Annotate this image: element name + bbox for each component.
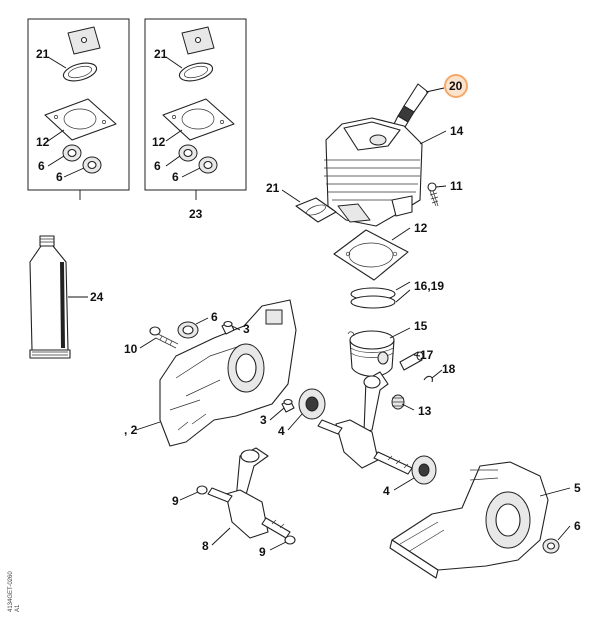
callout-4a: 4 [278,424,285,438]
callout-4b: 4 [383,484,390,498]
callout-13: 13 [418,404,432,418]
callout-10: 10 [124,342,138,356]
oring-9a [196,485,208,495]
callout-17: 17 [420,348,434,362]
piston-pin [399,351,424,371]
callout-8: 8 [202,539,209,553]
callout-20: 20 [449,79,463,93]
callout-21b: 21 [154,47,168,61]
gasket-ring-b [178,62,214,82]
needle-bearing [391,394,405,410]
callout-9b: 9 [259,545,266,559]
callout-21a: 21 [36,47,50,61]
document-id: 4134GET-0260 A1 [8,571,21,612]
oring-9b [284,535,296,545]
callout-3a: 3 [243,322,250,336]
gasket-kit-b [144,18,247,191]
callout-labels: 21 12 6 6 21 12 6 6 23 20 14 11 21 12 16… [36,47,581,559]
bolt-10 [149,326,179,349]
doc-sub-text: A1 [15,604,21,612]
piston [347,330,395,377]
callout-12a: 12 [36,135,50,149]
bolt-11 [427,182,439,207]
circlip-18 [423,375,433,383]
leader-lines [47,56,571,551]
callout-21c: 21 [266,181,280,195]
callout-14: 14 [450,124,464,138]
doc-id-text: 4134GET-0260 [8,571,14,612]
crankshaft-lower [207,447,291,539]
callout-6b2: 6 [172,170,179,184]
ball-bearing-4b [411,455,437,485]
callout-15: 15 [414,319,428,333]
gasket-plate-b [162,98,235,141]
callout-11: 11 [450,179,463,193]
callout-6c: 6 [211,310,218,324]
crankshaft-upper [317,371,413,475]
callout-16-19: 16,19 [414,279,444,293]
gasket-ring-a [62,62,98,82]
callout-6d: 6 [574,519,581,533]
callout-6b1: 6 [154,159,161,173]
crankcase-right [389,461,549,579]
callout-23: 23 [189,207,203,221]
callout-5: 5 [574,481,581,495]
ball-bearing-4a [298,388,326,420]
callout-6a2: 6 [56,170,63,184]
callout-3b: 3 [260,413,267,427]
seal-6c [177,321,199,339]
gasket-kit-a [27,18,130,191]
highlight-20 [444,74,468,98]
callout-24: 24 [90,290,104,304]
piston-rings [350,287,396,309]
cylinder [324,117,423,227]
gasket-21c [295,197,337,223]
crankcase-left [159,299,297,447]
callout-12b: 12 [152,135,166,149]
callout-12c: 12 [414,221,428,235]
cylinder-base-gasket [333,229,409,281]
callout-6a1: 6 [38,159,45,173]
gasket-plate-a [44,98,117,141]
sleeve-3b [281,398,295,413]
callout-9a: 9 [172,494,179,508]
sleeve-3a [221,320,235,335]
grease-tube [29,235,71,359]
seal-6d [542,538,560,554]
callout-2: , 2 [124,423,138,437]
callout-18: 18 [442,362,456,376]
